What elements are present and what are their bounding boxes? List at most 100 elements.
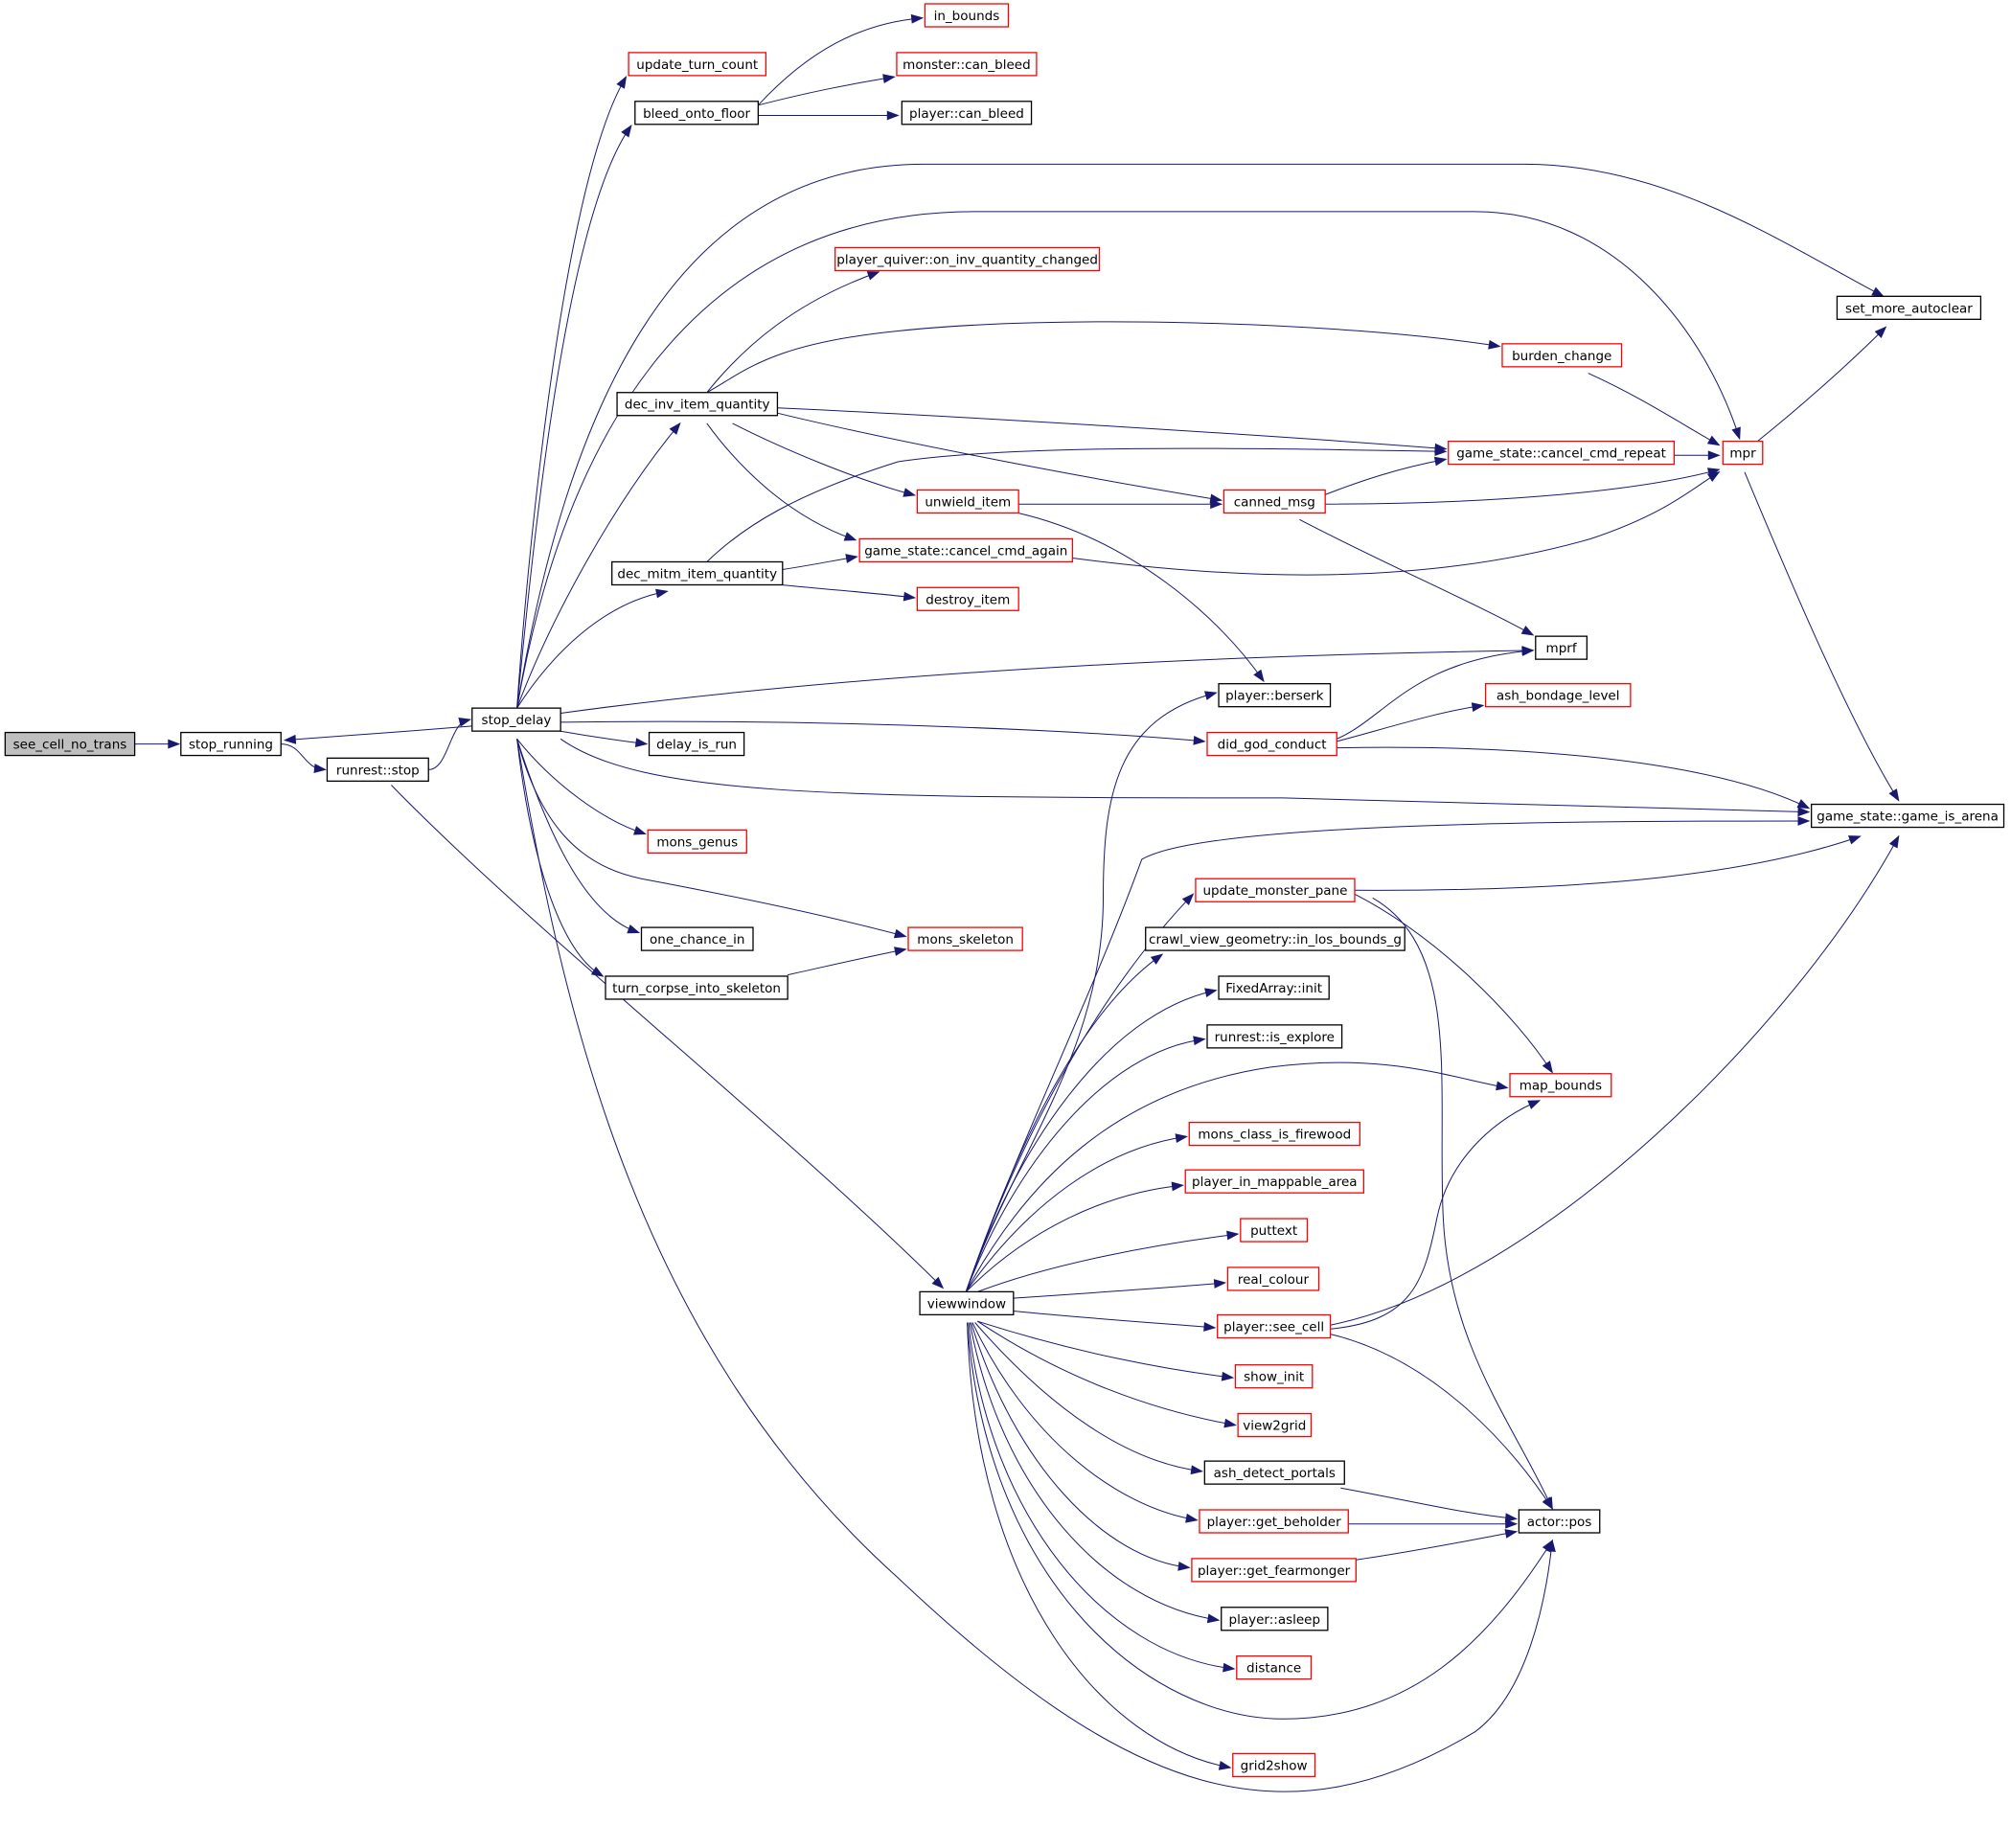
node-burden-change[interactable]: burden_change [1501,343,1623,368]
edge-stop-delay-to-dec-mitm-item-quantity [516,588,669,709]
node-bleed-onto-floor[interactable]: bleed_onto_floor [634,101,759,125]
node-map-bounds[interactable]: map_bounds [1509,1073,1612,1098]
node-see-cell-no-trans[interactable]: see_cell_no_trans [4,731,136,757]
edge-line [965,1061,1508,1292]
node-viewwindow[interactable]: viewwindow [919,1290,1015,1316]
node-grid2show[interactable]: grid2show [1232,1752,1316,1778]
node-turn-corpse-into-skeleton[interactable]: turn_corpse_into_skeleton [605,975,788,1000]
node-player-quiver-on-inv-quantity-changed[interactable]: player_quiver::on_inv_quantity_changed [834,246,1101,272]
arrowhead [1520,625,1535,636]
arrowhead [1150,953,1164,965]
edge-line [516,422,681,709]
arrowhead [1204,691,1218,700]
node-label: player::see_cell [1223,1319,1324,1335]
node-player-can-bleed[interactable]: player::can_bleed [901,101,1033,125]
node-destroy-item[interactable]: destroy_item [916,586,1019,611]
edge-line [391,785,944,1289]
edge-viewwindow-to-puttext [977,1230,1240,1292]
arrowhead [1848,835,1862,845]
node-label: player::asleep [1229,1612,1321,1628]
node-game-state-game-is-arena[interactable]: game_state::game_is_arena [1811,803,2005,829]
node-puttext[interactable]: puttext [1240,1218,1309,1243]
edge-line [516,739,906,937]
edge-line [516,739,604,977]
node-view2grid[interactable]: view2grid [1237,1412,1313,1438]
edge-line [967,1322,1553,1720]
edge-viewwindow-to-grid2show [967,1322,1232,1770]
node-actor-pos[interactable]: actor::pos [1518,1509,1601,1534]
node-box [471,707,561,732]
edge-line [1330,1334,1553,1509]
edge-line [706,422,857,541]
node-player-see-cell[interactable]: player::see_cell [1217,1313,1332,1339]
node-box [907,926,1023,951]
node-box [326,757,429,782]
node-set-more-autoclear[interactable]: set_more_autoclear [1836,295,1982,320]
edge-line [1299,518,1534,636]
node-player-berserk[interactable]: player::berserk [1218,683,1332,708]
node-did-god-conduct[interactable]: did_god_conduct [1206,731,1337,757]
arrowhead [893,928,907,939]
edge-player-get-fearmonger-to-actor-pos [1356,1529,1519,1561]
node-label: stop_running [189,738,273,753]
node-runrest-is-explore[interactable]: runrest::is_explore [1206,1024,1343,1049]
edge-layer [134,13,1900,1792]
node-show-init[interactable]: show_init [1234,1364,1314,1389]
edge-line [516,77,627,709]
node-crawl-view-geometry-in-los-bounds-g[interactable]: crawl_view_geometry::in_los_bounds_g [1145,926,1405,951]
edge-line [782,556,857,570]
node-box [1223,489,1326,514]
edge-dec-mitm-item-quantity-to-destroy-item [782,584,917,602]
node-fixedarray-init[interactable]: FixedArray::init [1218,975,1330,1000]
node-mons-genus[interactable]: mons_genus [647,829,747,854]
node-player-get-fearmonger[interactable]: player::get_fearmonger [1191,1558,1357,1583]
node-player-get-beholder[interactable]: player::get_beholder [1199,1509,1349,1534]
node-mprf[interactable]: mprf [1535,635,1588,660]
node-stop-delay[interactable]: stop_delay [471,707,561,732]
node-real-colour[interactable]: real_colour [1226,1266,1320,1291]
edge-stop-delay-to-delay-is-run [560,730,649,748]
node-label: runrest::stop [336,763,420,778]
node-mons-class-is-firewood[interactable]: mons_class_is_firewood [1188,1121,1360,1147]
arrowhead [1181,893,1195,906]
node-ash-bondage-level[interactable]: ash_bondage_level [1484,683,1632,708]
node-game-state-cancel-cmd-repeat[interactable]: game_state::cancel_cmd_repeat [1448,440,1676,466]
node-runrest-stop[interactable]: runrest::stop [326,757,429,782]
node-game-state-cancel-cmd-again[interactable]: game_state::cancel_cmd_again [858,537,1074,563]
node-label: mons_genus [656,834,738,850]
edge-line [1072,471,1720,576]
node-player-in-mappable-area[interactable]: player_in_mappable_area [1184,1169,1365,1194]
node-dec-inv-item-quantity[interactable]: dec_inv_item_quantity [616,392,779,417]
node-distance[interactable]: distance [1236,1654,1313,1680]
node-ash-detect-portals[interactable]: ash_detect_portals [1203,1460,1345,1485]
edge-line [516,739,639,933]
edge-stop-delay-to-stop-running [283,725,472,744]
node-monster-can-bleed[interactable]: monster::can_bleed [896,52,1038,77]
edge-stop-delay-to-did-god-conduct [560,720,1206,745]
edge-viewwindow-to-player-get-fearmonger [971,1322,1191,1571]
node-update-monster-pane[interactable]: update_monster_pane [1195,878,1356,902]
node-unwield-item[interactable]: unwield_item [916,489,1019,514]
edge-line [965,893,1194,1292]
node-box [1145,926,1405,951]
arrowhead [1888,788,1900,802]
arrowhead [1203,1322,1217,1332]
node-canned-msg[interactable]: canned_msg [1223,489,1326,514]
node-box [1199,1509,1349,1534]
node-one-chance-in[interactable]: one_chance_in [640,926,754,951]
node-delay-is-run[interactable]: delay_is_run [648,731,745,757]
node-update-turn-count[interactable]: update_turn_count [628,52,767,77]
node-mpr[interactable]: mpr [1722,440,1764,466]
node-box [1226,1266,1320,1291]
node-dec-mitm-item-quantity[interactable]: dec_mitm_item_quantity [611,560,784,586]
arrowhead [931,1276,945,1289]
edge-line [1757,327,1886,442]
node-label: ash_bondage_level [1497,689,1620,704]
arrowhead [634,738,649,748]
node-stop-running[interactable]: stop_running [180,731,282,757]
node-player-asleep[interactable]: player::asleep [1221,1607,1329,1631]
edge-viewwindow-to-real-colour [1013,1279,1227,1299]
node-label: grid2show [1241,1758,1308,1773]
node-mons-skeleton[interactable]: mons_skeleton [907,926,1023,951]
node-in-bounds[interactable]: in_bounds [924,3,1010,28]
